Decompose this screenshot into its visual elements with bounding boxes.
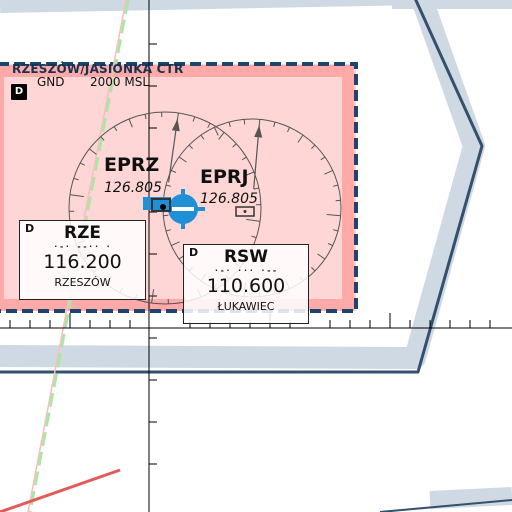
compass-tick <box>188 144 193 149</box>
compass-tick <box>326 214 341 217</box>
compass-tick <box>320 156 326 161</box>
parallel-ticks <box>9 313 491 328</box>
compass-tick <box>243 119 246 125</box>
ctr-ceiling-label: 2000 MSL <box>90 75 150 89</box>
compass-tick <box>69 194 84 198</box>
compass-tick <box>192 116 196 122</box>
navaid-ident: RSW <box>223 247 269 267</box>
compass-tick <box>213 127 219 136</box>
ctr-name-label: RZESZÓW/JASIONKA CTR <box>12 62 184 76</box>
airport-label-eprz[interactable]: EPRZ <box>104 154 160 176</box>
route-line-red <box>0 468 121 512</box>
compass-tick <box>100 136 105 141</box>
ctr-inner-border <box>0 65 354 311</box>
compass-tick <box>317 253 326 260</box>
compass-tick <box>178 156 187 163</box>
ctr-floor-label: GND <box>37 75 65 89</box>
navaid-frequency: 116.200 <box>43 251 122 273</box>
compass-tick <box>297 134 304 143</box>
compass-tick <box>200 134 205 140</box>
compass-tick <box>207 122 211 128</box>
compass-tick <box>171 169 177 173</box>
compass-ring <box>68 111 262 305</box>
compass-tick <box>151 289 155 304</box>
compass-tick <box>144 113 147 120</box>
compass-tick <box>311 267 316 272</box>
compass-tick <box>246 218 261 222</box>
navaid-morse-code: ·-· --·· · <box>53 242 112 251</box>
navaid-ident: RZE <box>63 223 102 243</box>
compass-tick <box>128 118 133 128</box>
tma-boundary-outer-edge <box>0 0 484 374</box>
compass-tick <box>241 156 247 161</box>
tma-boundary-band <box>0 0 485 369</box>
meridian-ticks <box>149 43 157 465</box>
north-arrowhead <box>254 125 263 138</box>
compass-tick <box>232 143 237 148</box>
compass-tick <box>273 121 276 128</box>
compass-tick <box>165 184 172 187</box>
navaid-box-rze[interactable]: D RZE ·-· --·· · 116.200 RZESZÓW <box>19 220 146 300</box>
compass-tick <box>171 241 180 247</box>
airspace-class-badge: D <box>11 84 27 100</box>
compass-tick <box>163 214 169 217</box>
vor-dme-symbol-rsw[interactable] <box>235 206 255 217</box>
compass-tick <box>165 229 172 232</box>
navaid-frequency: 110.600 <box>206 275 286 297</box>
navaid-box-rsw[interactable]: D RSW ·-· ··· ·-- 110.600 ŁUKAWIEC <box>183 244 309 324</box>
navaid-class-badge: D <box>25 222 35 235</box>
compass-tick <box>79 162 85 166</box>
compass-tick <box>335 199 341 202</box>
tma-boundary-lower-edge <box>379 499 512 512</box>
compass-tick <box>327 243 333 247</box>
compass-tick <box>73 177 79 181</box>
compass-tick <box>89 148 97 155</box>
airport-frequency-eprj: 126.805 <box>200 191 258 207</box>
compass-tick <box>332 184 339 187</box>
compass-tick <box>324 169 333 175</box>
airport-label-eprj[interactable]: EPRJ <box>200 166 249 188</box>
compass-tick <box>113 126 118 132</box>
navaid-morse-code: ·-· ··· ·-- <box>214 266 278 275</box>
compass-tick <box>253 187 260 190</box>
compass-tick <box>178 255 184 260</box>
navaid-class-badge: D <box>189 246 199 259</box>
compass-tick <box>251 235 257 239</box>
navaid-name: RZESZÓW <box>54 276 111 289</box>
ctr-dashed-boundary <box>0 62 358 313</box>
compass-tick <box>245 171 255 176</box>
compass-tick <box>228 121 231 128</box>
compass-tick <box>287 127 291 133</box>
airport-icon-eprz[interactable] <box>143 197 171 212</box>
airport-frequency-eprz: 126.805 <box>104 180 162 196</box>
north-arrowhead <box>171 118 180 132</box>
compass-tick <box>218 132 225 140</box>
navaid-name: ŁUKAWIEC <box>217 300 275 313</box>
tma-boundary-lower-right <box>429 487 512 509</box>
compass-tick <box>311 144 316 149</box>
compass-tick <box>332 229 339 232</box>
